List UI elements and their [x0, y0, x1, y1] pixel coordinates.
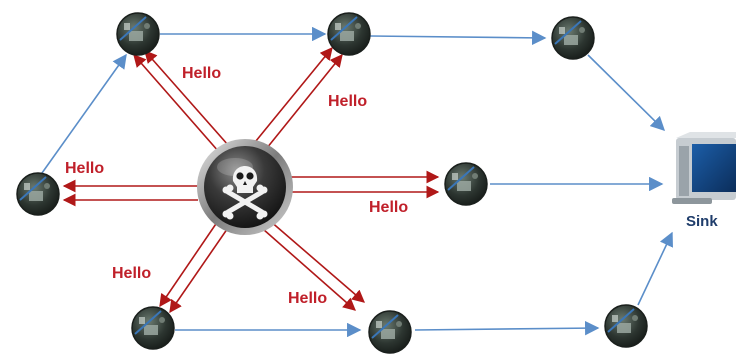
hello-label-downleft: Hello [112, 265, 151, 282]
sensor-node-icon [328, 13, 370, 55]
hello-label-right: Hello [369, 199, 408, 216]
sensor-node-icon [117, 13, 159, 55]
route-arrow-7 [415, 328, 598, 330]
sensor-node-icon [17, 173, 59, 215]
hello-label-upleft: Hello [182, 65, 221, 82]
hello-label-upright: Hello [328, 93, 367, 110]
sensor-node-icon [552, 17, 594, 59]
sensor-node-icon [132, 307, 174, 349]
sensor-node-icon [445, 163, 487, 205]
hello-label-left: Hello [65, 160, 104, 177]
hello-label-downright: Hello [288, 290, 327, 307]
route-arrows [42, 34, 672, 330]
route-arrow-8 [638, 233, 672, 305]
sensor-nodes [17, 13, 647, 353]
route-arrow-1 [42, 55, 126, 173]
route-arrow-4 [588, 55, 664, 130]
sink-label: Sink [686, 213, 718, 230]
sensor-node-icon [369, 311, 411, 353]
hello-arrow-downright-a [262, 214, 364, 302]
skull-crossbones-icon [197, 139, 293, 235]
route-arrow-3 [370, 36, 545, 38]
hello-arrow-downleft-b [170, 222, 232, 312]
hello-arrow-downleft-a [160, 215, 222, 306]
monitor-sink-icon [672, 132, 736, 204]
sensor-node-icon [605, 305, 647, 347]
